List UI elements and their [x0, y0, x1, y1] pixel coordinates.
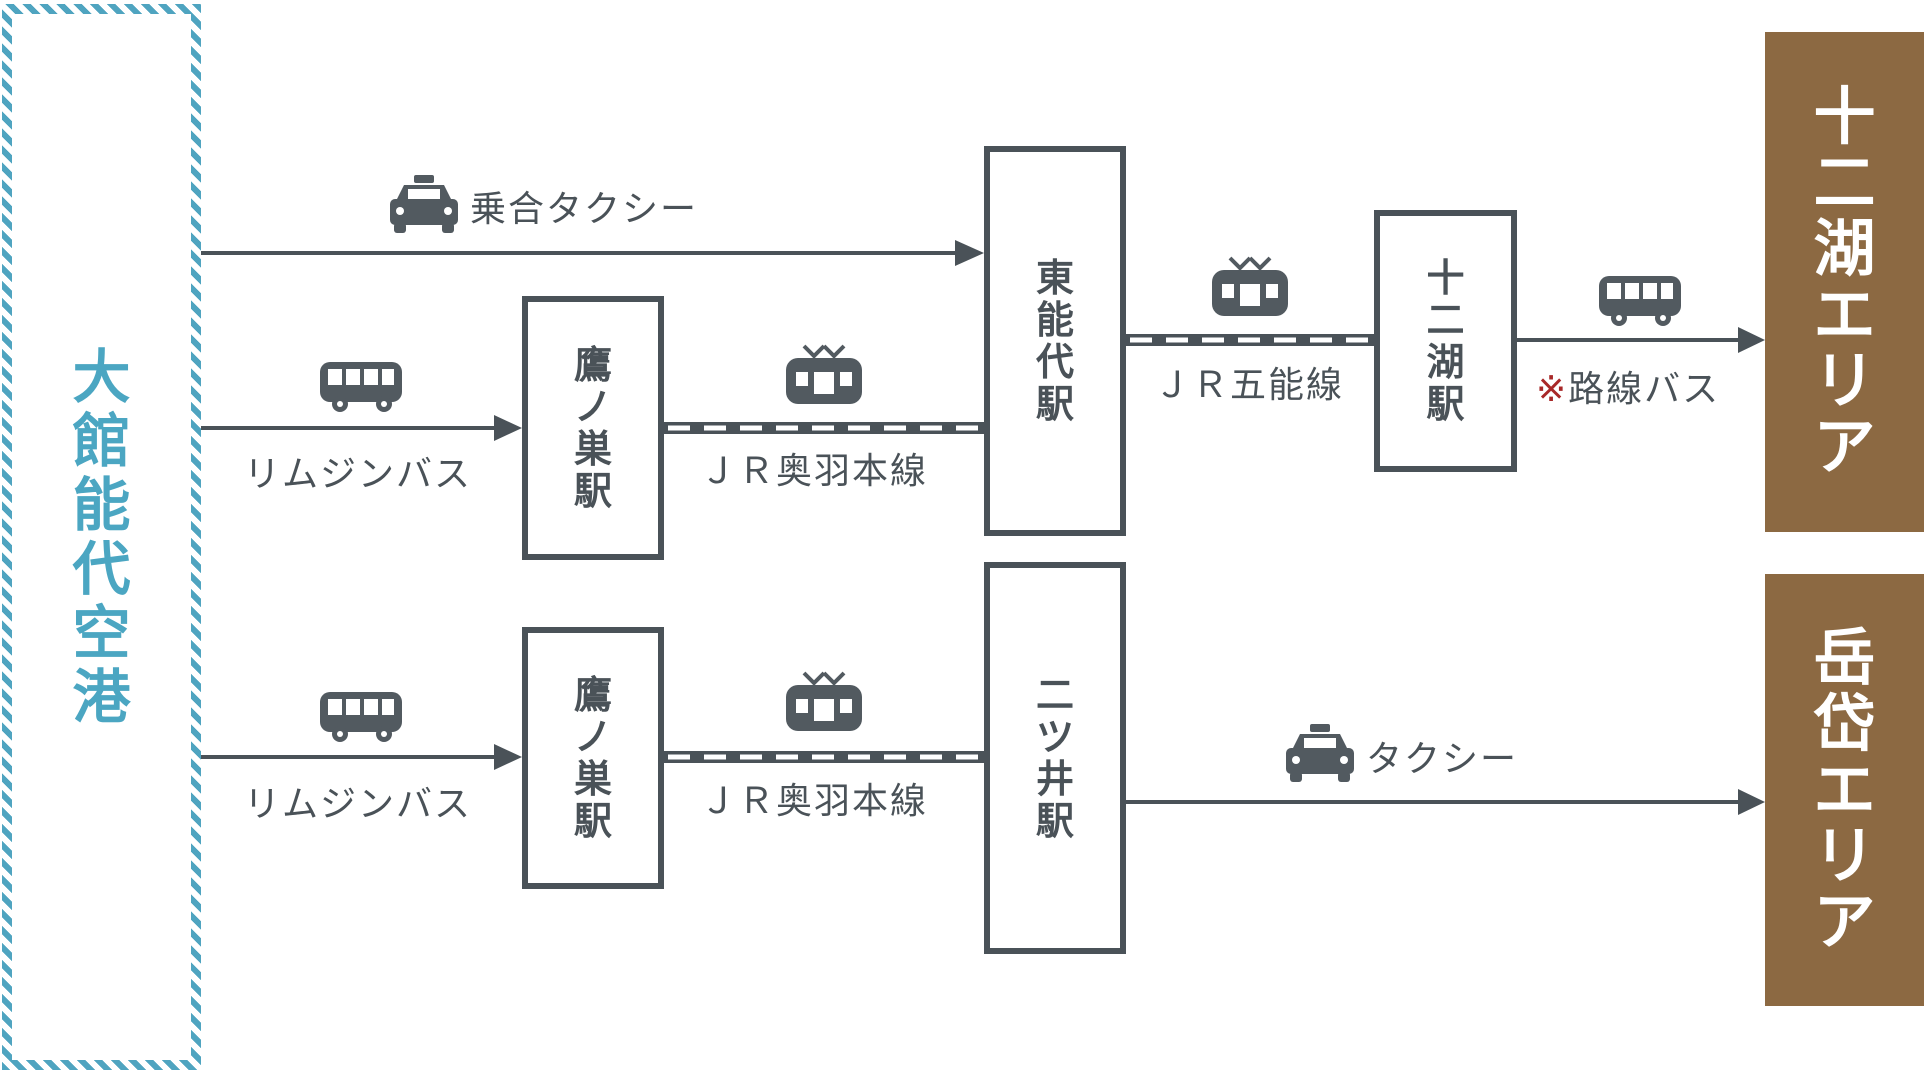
taxi-icon	[390, 175, 458, 233]
label-taxi: タクシー	[1366, 739, 1519, 780]
bus-icon	[320, 362, 402, 412]
airport-name-char: 館	[72, 407, 131, 475]
station-name-char: 駅	[1035, 799, 1074, 843]
destination-name-char: ア	[1813, 885, 1876, 958]
bus-icon	[1599, 276, 1681, 326]
station-takanosu-2: 鷹 ノ 巣 駅	[522, 627, 664, 889]
station-name-char: 井	[1035, 757, 1074, 801]
airport-block: 大 館 能 代 空 港	[2, 4, 201, 1070]
train-icon	[786, 671, 862, 731]
shared-taxi-arrowhead	[955, 240, 984, 266]
label-gono-line: ＪＲ五能線	[1154, 365, 1345, 406]
airport-name: 大 館 能 代 空 港	[12, 14, 191, 1060]
label-limousine-2: リムジンバス	[244, 784, 473, 825]
station-juniko: 十 二 湖 駅	[1374, 210, 1517, 472]
destination-name-char: 湖	[1813, 212, 1876, 285]
station-name-char: 駅	[1426, 382, 1465, 426]
limousine-arrowhead-2	[494, 744, 522, 770]
destination-name-char: ア	[1813, 410, 1876, 483]
station-name-char: 湖	[1426, 340, 1465, 384]
station-name-char: ノ	[573, 715, 612, 759]
train-icon	[1212, 256, 1288, 316]
airport-name-char: 空	[72, 599, 131, 667]
destination-dakedai-area: 岳 岱 エ リ ア	[1765, 574, 1924, 1006]
destination-name-char: 岳	[1813, 621, 1876, 694]
airport-name-char: 大	[72, 343, 131, 411]
train-icon	[786, 344, 862, 404]
station-name-char: 十	[1426, 256, 1465, 300]
destination-name-char: 岱	[1813, 687, 1876, 760]
station-name-char: 代	[1035, 340, 1074, 384]
station-name-char: ツ	[1035, 715, 1074, 759]
taxi-arrowhead	[1738, 789, 1765, 815]
station-higashinoshiro: 東 能 代 駅	[984, 146, 1126, 536]
station-takanosu-1: 鷹 ノ 巣 駅	[522, 296, 664, 560]
route-bus-arrowhead	[1738, 327, 1765, 353]
label-shared-taxi: 乗合タクシー	[470, 189, 699, 230]
label-ou-line-2: ＪＲ奥羽本線	[700, 781, 929, 822]
rail-gono-line	[1126, 334, 1374, 346]
route-bus-note-mark: ※	[1536, 369, 1569, 410]
station-name-char: 駅	[1035, 382, 1074, 426]
airport-name-char: 代	[72, 535, 131, 603]
station-name-char: 鷹	[573, 673, 612, 717]
rail-ou-line-1	[664, 422, 984, 434]
taxi-icon	[1286, 724, 1354, 782]
airport-name-char: 能	[72, 471, 131, 539]
label-route-bus: ※路線バス	[1536, 360, 1720, 412]
station-futatsui: 二 ツ 井 駅	[984, 562, 1126, 954]
destination-name-char: エ	[1813, 278, 1876, 351]
route-bus-text: 路線バス	[1568, 369, 1721, 410]
station-name-char: 東	[1035, 256, 1074, 300]
label-ou-line-1: ＪＲ奥羽本線	[700, 451, 929, 492]
destination-name-char: 十	[1813, 80, 1876, 153]
rail-ou-line-2	[664, 751, 984, 763]
station-name-char: 能	[1035, 298, 1074, 342]
station-name-char: 二	[1035, 673, 1074, 717]
destination-name-char: リ	[1813, 344, 1876, 417]
destination-juniko-area: 十 二 湖 エ リ ア	[1765, 32, 1924, 532]
destination-name-char: エ	[1813, 753, 1876, 826]
station-name-char: 鷹	[573, 343, 612, 387]
station-name-char: 駅	[573, 469, 612, 513]
station-name-char: ノ	[573, 385, 612, 429]
destination-name-char: 二	[1813, 146, 1876, 219]
station-name-char: 巣	[573, 427, 612, 471]
station-name-char: 巣	[573, 757, 612, 801]
bus-icon	[320, 692, 402, 742]
destination-name-char: リ	[1813, 819, 1876, 892]
label-limousine-1: リムジンバス	[244, 454, 473, 495]
limousine-arrowhead-1	[494, 415, 522, 441]
station-name-char: 駅	[573, 799, 612, 843]
airport-name-char: 港	[72, 663, 131, 731]
station-name-char: 二	[1426, 298, 1465, 342]
